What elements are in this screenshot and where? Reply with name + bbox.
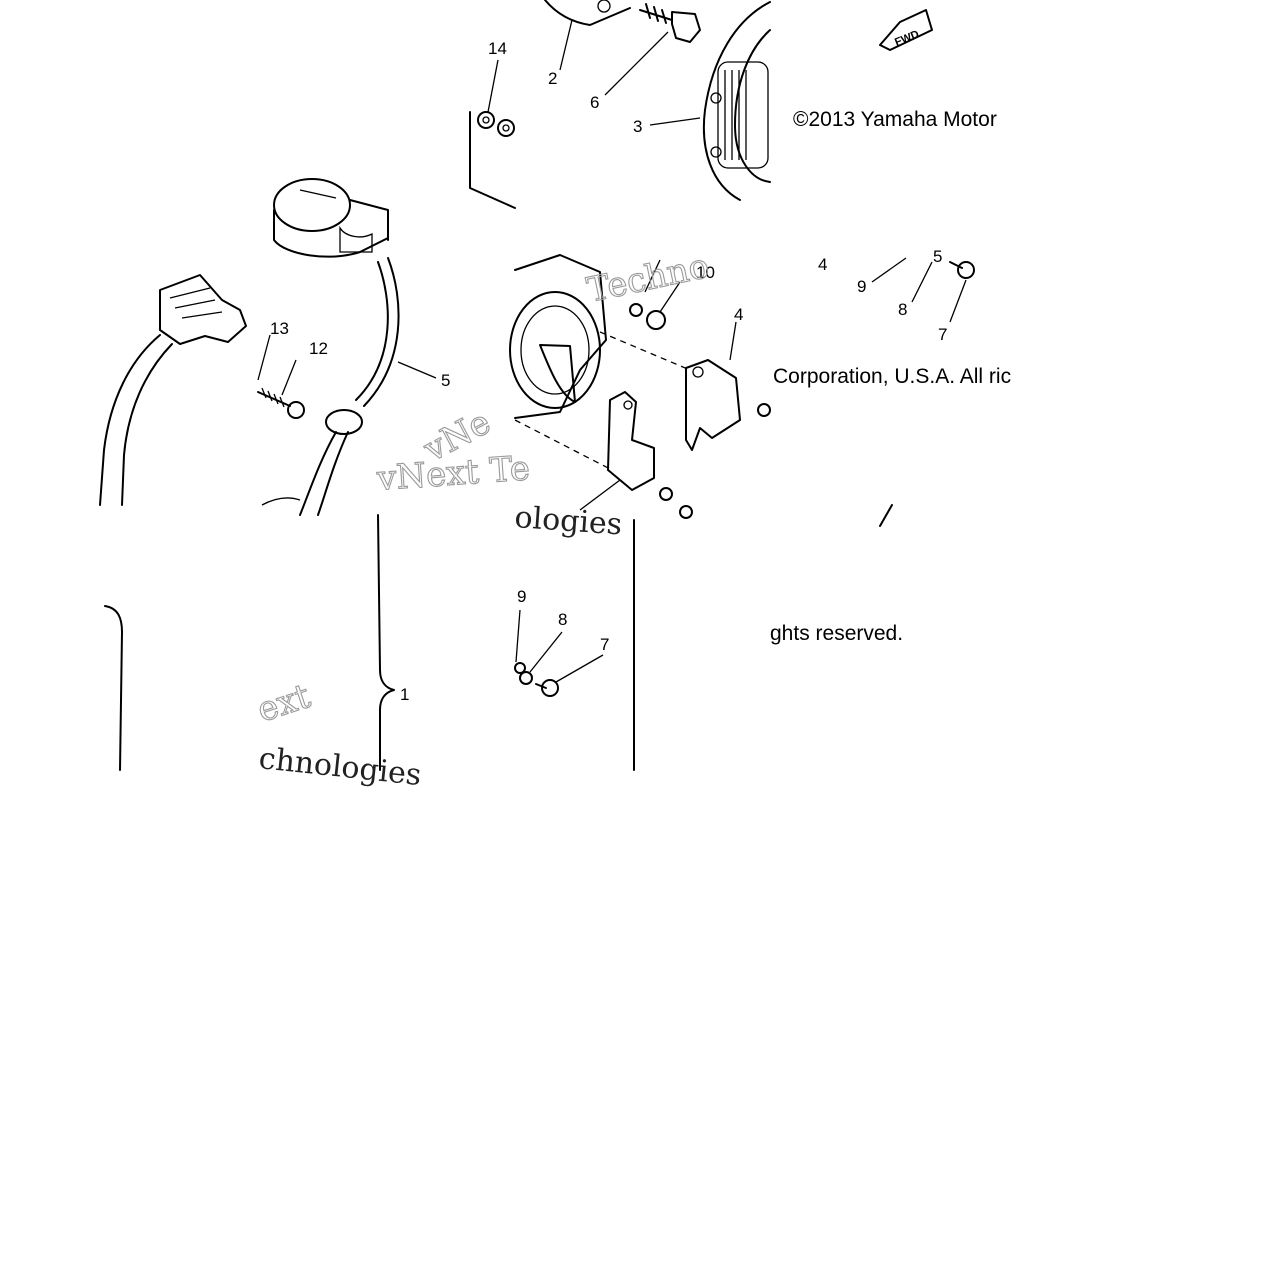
callout-13: 13 (270, 319, 289, 338)
callout-7-lower: 7 (600, 635, 609, 654)
part-12-screw (257, 387, 305, 419)
tile-lower-center-left: 1 ext chnologies (252, 514, 423, 793)
part-6-bolt (639, 3, 701, 43)
tile-middle-left (99, 274, 247, 506)
callout-14: 14 (488, 39, 507, 58)
tile-middle-center-left: 13 12 5 vNext Te vNe (257, 178, 532, 516)
part-10-screw (629, 259, 681, 330)
bracket-line (469, 111, 516, 209)
part-2-bolt-hole (597, 0, 611, 13)
magneto-base (509, 254, 607, 419)
callout-8-upper: 8 (898, 300, 907, 319)
callout-7-upper: 7 (938, 325, 947, 344)
tile-top-center: 14 2 6 3 (469, 0, 771, 209)
watermark-tile-d: ext (252, 676, 315, 731)
callout-12: 12 (309, 339, 328, 358)
tile-lower-center-right: 9 8 7 (514, 519, 635, 771)
callout-4: 4 (818, 255, 827, 274)
part-3-stator (702, 1, 771, 201)
tile-middle-right: 4 9 8 7 5 Corporation, U.S.A. All ric (773, 247, 1011, 527)
callout-9-upper: 9 (857, 277, 866, 296)
part-11-bracket (607, 391, 693, 519)
tile-lower-left (104, 605, 123, 771)
copyright-line-1: ©2013 Yamaha Motor (793, 108, 997, 131)
callout-4-pulser: 4 (734, 305, 743, 324)
fwd-arrow-icon: FWD (879, 9, 933, 51)
callout-9-lower: 9 (517, 587, 526, 606)
pulser-coil-body (273, 178, 389, 258)
part-7-8-9-lower-hardware (514, 662, 559, 697)
left-bracket (104, 605, 123, 771)
callout-8-lower: 8 (558, 610, 567, 629)
callout-3: 3 (633, 117, 642, 136)
callout-10: 10 (696, 263, 715, 282)
tile-top-right: FWD ©2013 Yamaha Motor (793, 9, 997, 131)
callout-2: 2 (548, 69, 557, 88)
part-14-washers (477, 111, 515, 137)
part-4-pulser (685, 321, 771, 451)
arc-fragment (879, 504, 893, 527)
callout-6: 6 (590, 93, 599, 112)
connector-harness (99, 274, 247, 506)
watermark-tile-e: chnologies (257, 741, 423, 793)
callout-5-cable: 5 (441, 371, 450, 390)
callout-1: 1 (400, 685, 409, 704)
tile-middle-center-right: 10 4 Techno ologies (509, 245, 771, 542)
copyright-line-3: ghts reserved. (770, 622, 903, 645)
part-7-screw-upper (949, 261, 975, 279)
part-5-cable (299, 257, 400, 516)
callout-5-upper: 5 (933, 247, 942, 266)
watermark-tile-c: ologies (513, 500, 623, 542)
fwd-label: FWD (893, 28, 921, 49)
watermark-tile-b: Techno (584, 246, 713, 311)
copyright-line-2: Corporation, U.S.A. All ric (773, 365, 1011, 388)
group-1-brace (377, 514, 395, 771)
tile-lower-right: ghts reserved. (770, 622, 903, 645)
part-2-housing (544, 0, 631, 26)
